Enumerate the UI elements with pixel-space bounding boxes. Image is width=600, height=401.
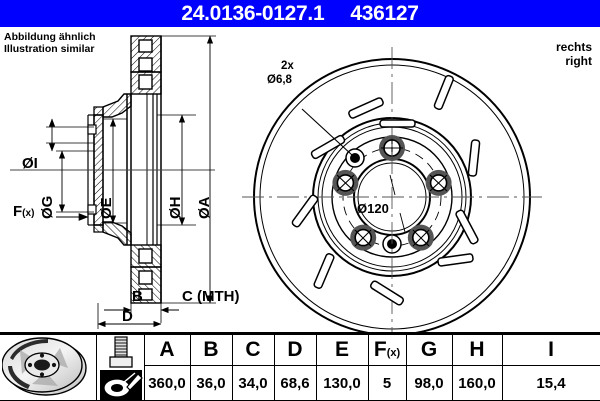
bolt-hole <box>425 169 452 196</box>
dim-line-dia-e <box>103 118 127 224</box>
technical-drawing: ØI ØG ØE ØH ØA F(x) B C (MTH) D 2x Ø6,8 … <box>0 27 600 347</box>
bolt-hole <box>350 224 377 251</box>
dim-line-dia-h <box>157 114 196 226</box>
value-c: 34,0 <box>231 365 275 401</box>
part-number: 24.0136-0127.1 <box>181 2 325 25</box>
label-dia-a: ØA <box>196 196 213 220</box>
label-fx: F(x) <box>13 204 34 219</box>
bolt-seat-upper <box>87 124 97 135</box>
label-dia-e: ØE <box>98 197 115 219</box>
front-view <box>242 47 542 347</box>
bolt-icon <box>97 335 145 369</box>
dim-line-c <box>160 303 179 323</box>
table-header-row: A B C D E F(x) G H I <box>0 334 600 401</box>
column-header-g: G <box>405 334 453 366</box>
hat-flange-top <box>93 106 104 116</box>
value-f: 5 <box>367 365 407 401</box>
column-header-e: E <box>315 334 369 366</box>
bolt-hole <box>379 135 405 161</box>
disc-photo-cell <box>0 334 97 401</box>
illustration-note-de: Abbildung ähnlich <box>4 31 96 43</box>
bolt-holes <box>332 135 452 251</box>
label-b: B <box>132 288 143 305</box>
column-header-f: F(x) <box>367 334 407 366</box>
hat-flange-bottom <box>93 224 104 233</box>
machining-tool-icon <box>97 369 145 401</box>
reference-number: 436127 <box>350 2 419 25</box>
column-header-i: I <box>501 334 600 366</box>
value-h: 160,0 <box>451 365 503 401</box>
value-g: 98,0 <box>405 365 453 401</box>
brake-disc-photo-icon <box>2 336 94 398</box>
value-a: 360,0 <box>143 365 191 401</box>
dim-line-d <box>97 303 162 329</box>
column-header-a: A <box>143 334 191 366</box>
column-header-c: C <box>231 334 275 366</box>
side-note-de: rechts <box>555 40 592 54</box>
spec-table-container: A B C D E F(x) G H I 360,0 36,0 34,0 68,… <box>0 332 600 401</box>
label-d: D <box>122 308 133 325</box>
drawing-svg <box>10 35 542 347</box>
spec-table: A B C D E F(x) G H I 360,0 36,0 34,0 68,… <box>0 334 600 401</box>
value-b: 36,0 <box>189 365 233 401</box>
value-e: 130,0 <box>315 365 369 401</box>
friction-ring-upper <box>130 35 162 95</box>
dim-line-dia-a <box>161 35 216 304</box>
leader-locating-holes <box>301 108 353 156</box>
label-locating-hole-count: 2x <box>281 60 294 72</box>
label-fx-main: F <box>13 203 23 220</box>
label-fx-sub: (x) <box>22 208 35 219</box>
dim-line-dia-i <box>46 118 94 152</box>
bolt-seat-lower <box>87 204 97 215</box>
value-d: 68,6 <box>273 365 317 401</box>
bolt-hole <box>332 169 359 196</box>
rotor-slots <box>291 74 481 306</box>
label-locating-hole-dia: Ø6,8 <box>267 74 292 86</box>
column-header-b: B <box>189 334 233 366</box>
cross-section-view <box>10 35 216 329</box>
label-dia-g: ØG <box>39 195 56 219</box>
bolt-hole <box>407 224 434 251</box>
column-header-d: D <box>273 334 317 366</box>
label-dia-i: ØI <box>22 155 38 172</box>
illustration-note-en: Illustration similar <box>4 43 95 55</box>
label-pitch-circle: Ø120 <box>357 201 389 216</box>
dim-line-dia-g <box>56 150 94 213</box>
label-c-mth: C (MTH) <box>182 288 240 305</box>
friction-ring-lower <box>130 244 162 304</box>
bolt-tool-cell <box>96 334 145 401</box>
column-header-h: H <box>451 334 503 366</box>
side-note-en: right <box>565 54 592 68</box>
label-dia-h: ØH <box>167 196 184 220</box>
header-bar: 24.0136-0127.1 436127 <box>0 0 600 27</box>
value-i: 15,4 <box>501 365 600 401</box>
